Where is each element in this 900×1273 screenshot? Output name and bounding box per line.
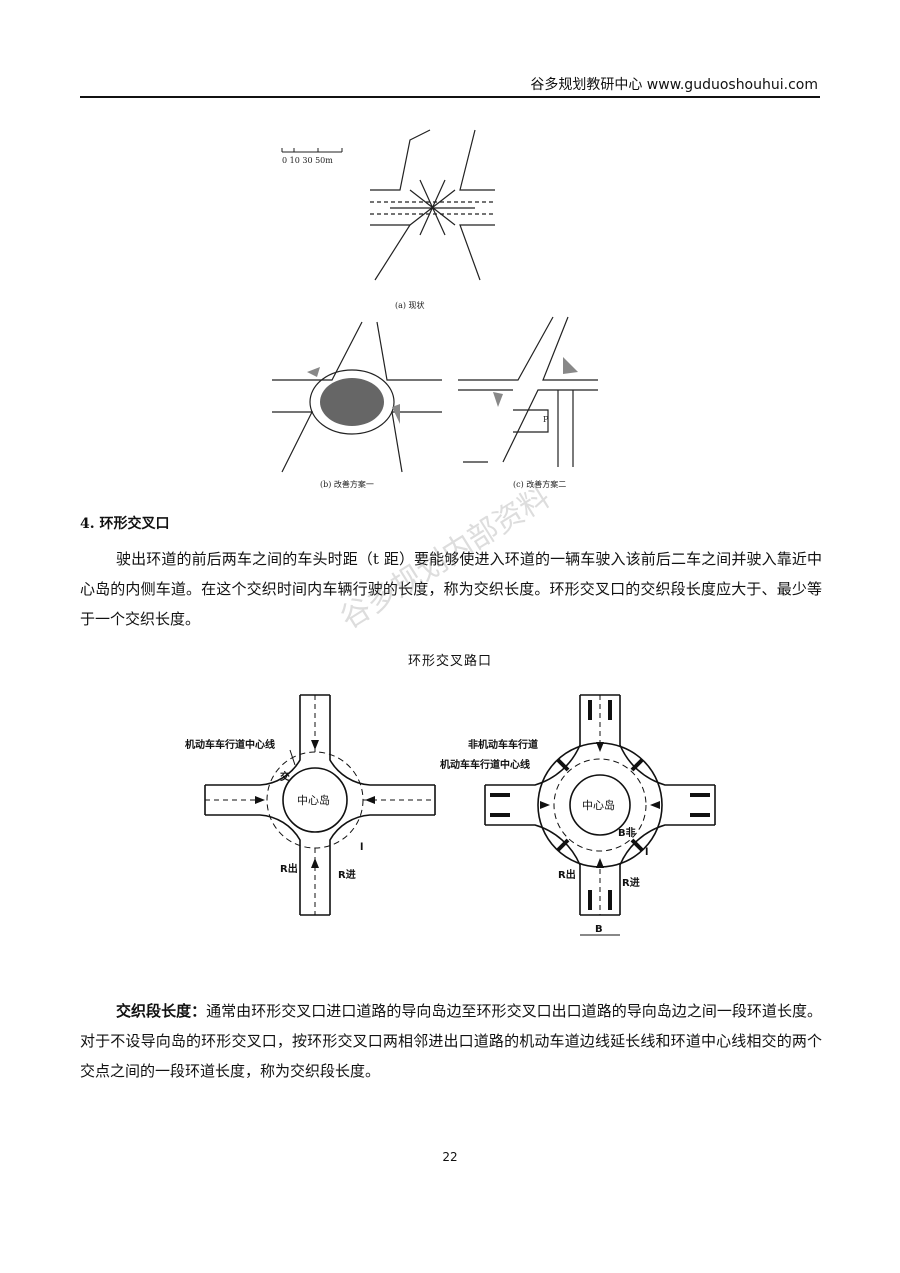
figure-a-existing: 0 10 30 50m (a) 现状	[281, 129, 495, 310]
r-out-left: R出	[280, 862, 298, 875]
width-label: B非	[618, 826, 636, 839]
scale-label: 0 10 30 50m	[282, 156, 333, 165]
r-in-right: R进	[622, 876, 640, 889]
parking-label: P	[543, 415, 549, 424]
lane-label-left: 交	[280, 770, 290, 783]
length-label-right: l	[645, 847, 648, 858]
center-island-label-right: 中心岛	[582, 798, 615, 812]
header-text: 谷多规划教研中心 www.guduoshouhui.com	[530, 77, 818, 93]
length-label-left: l	[360, 842, 363, 853]
paragraph-2: 交织段长度：通常由环形交叉口进口道路的导向岛边至环形交叉口出口道路的导向岛边之间…	[80, 996, 822, 1086]
r-in-left: R进	[338, 868, 356, 881]
roundabout-left: 中心岛 机动车车行道中心线 交 l R出 R进	[185, 694, 436, 916]
center-island	[320, 378, 384, 426]
paragraph-1: 驶出环道的前后两车之间的车头时距（t 距）要能够使进入环道的一辆车驶入该前后二车…	[80, 550, 822, 628]
figure-b-plan-one: (b) 改善方案一	[272, 321, 442, 489]
page-header: 谷多规划教研中心 www.guduoshouhui.com	[80, 74, 820, 100]
header-rule	[80, 96, 820, 98]
center-island-label-left: 中心岛	[297, 793, 330, 807]
scale-bar: 0 10 30 50m	[281, 148, 343, 165]
centerline-label-right: 机动车车行道中心线	[440, 758, 530, 771]
caption-c: (c) 改善方案二	[513, 479, 566, 489]
centerline-label-left: 机动车车行道中心线	[185, 738, 275, 751]
roundabout-right: 中心岛 非机动车车行道 机动车车行道中心线 B非 l R出 R进 B	[440, 694, 716, 936]
figure-title: 环形交叉路口	[407, 654, 492, 669]
caption-b: (b) 改善方案一	[320, 479, 374, 489]
nonmotor-label: 非机动车车行道	[468, 738, 538, 751]
section-heading: 4. 环形交叉口	[80, 516, 170, 532]
term-definition: 通常由环形交叉口进口道路的导向岛边至环形交叉口出口道路的导向岛边之间一段环道长度…	[80, 1002, 822, 1080]
b-label: B	[595, 924, 603, 935]
caption-a: (a) 现状	[395, 300, 425, 310]
r-out-right: R出	[558, 868, 576, 881]
page-number: 22	[442, 1150, 458, 1164]
term-label: 交织段长度：	[116, 1002, 207, 1020]
figure-c-plan-two: P (c) 改善方案二	[458, 316, 598, 489]
